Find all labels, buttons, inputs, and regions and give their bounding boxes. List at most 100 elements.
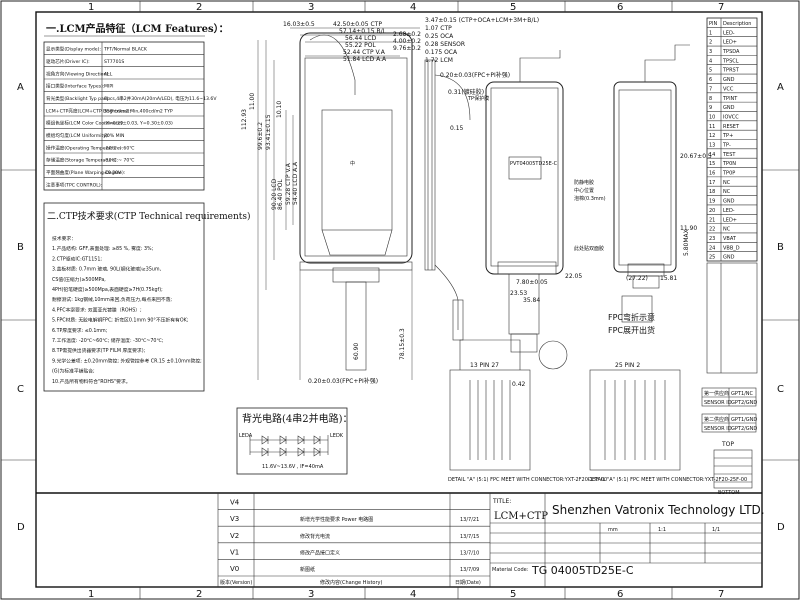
lcm-feature-label: 显示类型(Display mode): xyxy=(46,46,101,53)
company-name: Shenzhen Vatronix Technology LTD. xyxy=(552,503,765,517)
unit-value: mm xyxy=(608,527,618,533)
pin-number: 23 xyxy=(709,236,715,242)
ctp-requirement-line: 6.TP厚度要求: ≤0.1mm; xyxy=(52,327,108,334)
pin-extra-rows xyxy=(706,262,758,374)
lcm-feature-value: MIPI xyxy=(104,84,113,90)
pin-label-13: 13 PIN 27 xyxy=(470,362,499,369)
pin-description: LED+ xyxy=(723,40,737,46)
lcm-feature-value: 350 cd/m2 Min,400cd/m2 TYP xyxy=(104,108,173,114)
ctp-requirements-heading: 二.CTP技术要求(CTP Technical requirements) xyxy=(47,210,251,222)
side-view xyxy=(424,59,471,341)
revision-description: 新图纸 xyxy=(300,566,315,573)
col-label-4: 4 xyxy=(410,2,416,13)
lcm-feature-value: -20℃ ~ 60℃ xyxy=(104,145,134,151)
lcd-outline xyxy=(304,57,408,257)
backlight-anode-label: LEDA xyxy=(239,433,253,439)
lcm-feature-value: ALL xyxy=(104,71,113,77)
dim-left-2: 112.93 xyxy=(241,109,248,130)
rear-label-box xyxy=(508,156,542,180)
col-label-5-bottom: 5 xyxy=(510,589,516,600)
change-header: 修改内容(Change History) xyxy=(320,579,382,586)
supplier-1-left: SENSOR ID xyxy=(704,400,732,406)
col-label-5: 5 xyxy=(510,2,516,13)
col-label-3: 3 xyxy=(308,2,314,13)
part-number: TG 04005TD25E-C xyxy=(531,564,634,577)
connector-top-table xyxy=(713,449,753,489)
fpc-bend-sketch xyxy=(621,295,653,323)
row-label-c: C xyxy=(17,384,24,395)
scale-value: 1:1 xyxy=(658,527,666,533)
dim-top-5: 52.44 CTP V.A xyxy=(343,49,386,56)
pin-number: 10 xyxy=(709,114,715,120)
lcm-features-heading: 一.LCM产品特征（LCM Features）： xyxy=(46,22,229,35)
callout-3: 中心位置 xyxy=(574,187,594,194)
row-label-d-right: D xyxy=(777,522,785,533)
pin-number: 19 xyxy=(709,199,715,205)
pin-description: GND xyxy=(723,199,735,205)
callout-4: 泡棉(0.3mm) xyxy=(574,195,606,202)
pin-number: 24 xyxy=(709,245,715,251)
fpc-connector-front xyxy=(345,281,367,371)
front-view-dimensions: 16.03±0.5 42.50±0.05 CTP 57.14±0.15 B/L … xyxy=(241,21,421,380)
ctp-outline xyxy=(299,32,413,264)
title-block: TITLE: LCM+CTP Shenzhen Vatronix Technol… xyxy=(36,492,765,587)
supplier-2-right: GPT1/GND xyxy=(731,417,757,423)
revision-description: 新增光学性能要求 Power 电路图 xyxy=(300,516,373,523)
ctp-requirements-box xyxy=(43,202,205,392)
rear-fpc-pad xyxy=(497,261,557,275)
pin-number: 6 xyxy=(709,77,712,83)
lcm-feature-label: 视角方向(Viewing Direction): xyxy=(46,70,110,77)
fpc-top-loop xyxy=(309,34,356,95)
lcm-feature-label: 驱动芯片(Driver IC): xyxy=(46,58,90,65)
revision-date: 13/7/10 xyxy=(460,550,479,556)
backlight-circuit-box xyxy=(236,407,348,475)
col-label-3-bottom: 3 xyxy=(308,589,314,600)
pin-description: TPRST xyxy=(722,68,740,74)
dim-misc-6: 35.84 xyxy=(523,297,540,304)
pin-number: 11 xyxy=(709,124,715,130)
pin-description: VBAT xyxy=(723,236,737,242)
rear-view: PVT04005TD25E-C xyxy=(485,50,568,370)
dim-misc-10: (27.22) xyxy=(626,275,648,282)
pin-number: 16 xyxy=(709,171,715,177)
pin-description: RESET xyxy=(723,124,740,130)
revision-description: 修改产品接口定义 xyxy=(300,549,340,556)
dim-top-8: 4.00±0.2 xyxy=(393,38,421,45)
pin-header-number: PIN xyxy=(709,21,717,27)
pin-description: TPINT xyxy=(722,96,738,102)
lcm-features-section: 一.LCM产品特征（LCM Features）： 显示类型(Display mo… xyxy=(43,22,229,191)
lcm-feature-value: 80% MIN xyxy=(104,133,124,139)
dim-misc-8: 11.90 xyxy=(680,225,697,232)
dim-misc-1: 0.20±0.03(FPC+PI补强) xyxy=(440,71,510,79)
pin-number: 1 xyxy=(709,30,712,36)
lcm-feature-value: TFT/Normal BLACK xyxy=(103,47,148,53)
date-header: 日期(Date) xyxy=(455,580,481,586)
pin-description: NC xyxy=(723,227,731,233)
dim-misc-14: 78.15±0.3 xyxy=(399,328,406,360)
lcm-feature-label: 背光类型(Backlight Typ pad): xyxy=(46,95,111,102)
stack-0: 3.47±0.15 (CTP+OCA+LCM+3M+B/L) xyxy=(425,17,539,24)
dim-misc-3: 7.80±0.05 xyxy=(516,279,548,286)
ctp-requirement-line: 4PH(铅笔硬度)≥500Mpa,表面硬度≥7H(0.75kgf); xyxy=(52,286,163,293)
dim-misc-9: 5.80MAX xyxy=(683,229,690,256)
callout-6: TP保护膜 xyxy=(467,95,489,102)
pin-number: 13 xyxy=(709,143,715,149)
dim-top-9: 9.76±0.2 xyxy=(393,45,421,52)
ctp-requirement-line: 1.产品结构: GFF,表面处理: ≥85 %, 雾度: 3%; xyxy=(52,245,154,252)
pin-description: GND xyxy=(723,77,735,83)
ctp-requirement-line: CS值(压缩力)≥500MPa, xyxy=(52,276,106,283)
pin-number: 18 xyxy=(709,189,715,195)
pin-description: TPSDA xyxy=(722,49,740,55)
pin-description: TP- xyxy=(722,143,731,149)
stack-2: 0.25 OCA xyxy=(425,33,454,40)
revision-version: V3 xyxy=(230,515,239,523)
lcm-feature-label: 模组色坐标(LCM Color Coordinate): xyxy=(46,120,124,127)
lcm-feature-label: 存储温度(Storage Temperature): xyxy=(46,157,118,164)
active-area xyxy=(321,109,393,231)
ctp-requirement-line: 技术要求： xyxy=(52,235,76,242)
supplier-1-right: GPT2/GND xyxy=(731,400,757,406)
ctp-requirements-section: 二.CTP技术要求(CTP Technical requirements) 技术… xyxy=(43,202,251,392)
pin-number: 22 xyxy=(709,227,715,233)
ctp-requirement-line: 10.产品所有物料符合"ROHS"要求。 xyxy=(52,378,131,385)
